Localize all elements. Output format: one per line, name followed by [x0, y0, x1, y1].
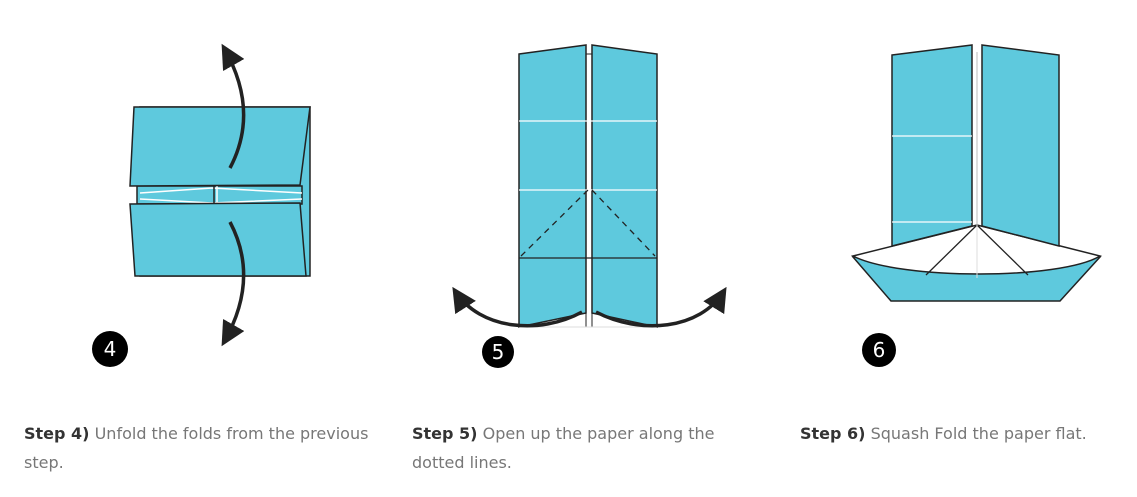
step4-arrow-up: [221, 43, 246, 169]
step-5-badge: [482, 336, 514, 368]
step-4-illustration: 4: [92, 43, 311, 367]
step5-left-panel: [518, 44, 587, 328]
step-4-text: Unfold the folds from the previous step.: [24, 424, 369, 472]
step5-dotted-left: [520, 189, 589, 257]
step5-arrow-left: [452, 286, 583, 328]
step-6-caption: Step 6) Squash Fold the paper flat.: [800, 419, 1137, 448]
step6-deck-line-left: [925, 224, 978, 276]
step-4-badge-number: 4: [104, 337, 117, 361]
origami-steps-diagram: 4 5: [92, 43, 1102, 368]
step-6-badge-number: 6: [873, 338, 886, 362]
step-4-label: Step 4): [24, 424, 90, 443]
step-5-badge-number: 5: [492, 340, 505, 364]
step-4-badge: [92, 331, 128, 367]
step-5-caption: Step 5) Open up the paper along the dott…: [412, 419, 772, 477]
step6-right-sail: [981, 44, 1060, 247]
step-5-text: Open up the paper along the dotted lines…: [412, 424, 715, 472]
step4-bottom-flap: [129, 202, 307, 277]
step4-top-flap: [129, 106, 311, 187]
step6-deck-line-right: [976, 224, 1029, 276]
step-4-caption: Step 4) Unfold the folds from the previo…: [24, 419, 384, 477]
step4-middle-crease: [139, 187, 303, 194]
step-6-badge: [862, 333, 896, 367]
step-5-label: Step 5): [412, 424, 478, 443]
step4-arrow-down: [221, 221, 246, 347]
step6-left-sail: [891, 44, 973, 247]
step5-dotted-right: [591, 189, 656, 257]
step-5-illustration: 5: [452, 44, 727, 368]
step-6-illustration: 6: [850, 44, 1102, 367]
step-6-label: Step 6): [800, 424, 866, 443]
step5-arrow-right: [595, 286, 727, 328]
step5-right-panel: [591, 44, 658, 328]
step-6-text: Squash Fold the paper flat.: [870, 424, 1087, 443]
